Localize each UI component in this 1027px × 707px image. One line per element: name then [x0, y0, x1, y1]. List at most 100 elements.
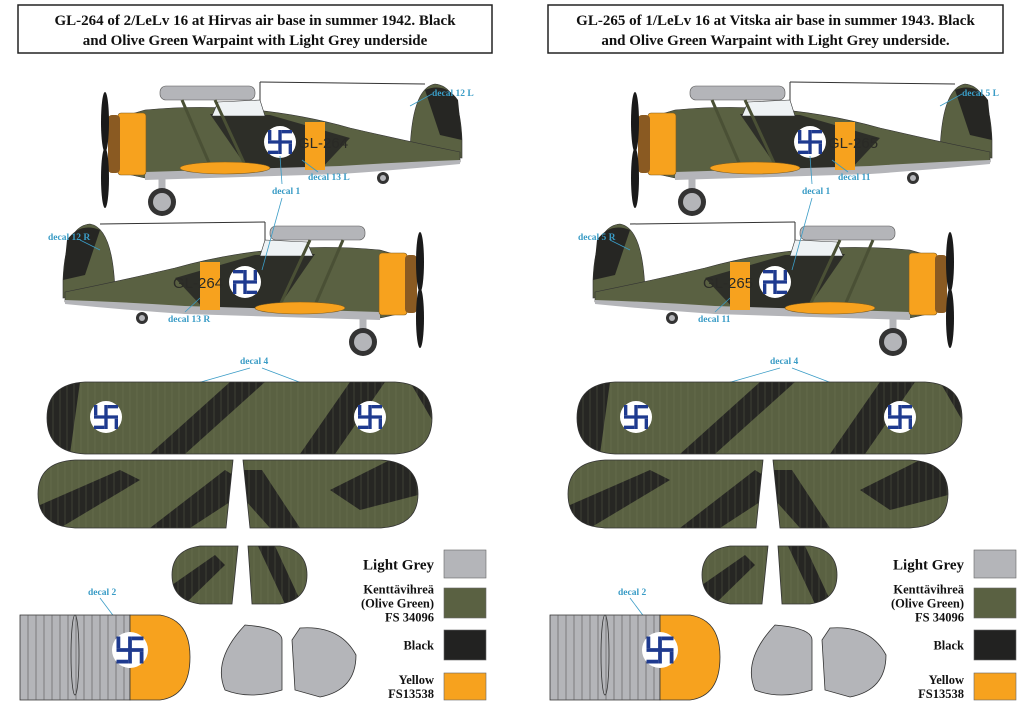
tail-fin-edge	[600, 614, 610, 696]
insignia-cross	[233, 270, 257, 294]
wing-strut	[808, 239, 842, 306]
decal-label-bottom-tail: decal 5 R	[578, 233, 616, 243]
legend-label: Kenttävihreä	[363, 582, 434, 596]
tail-wheel-hub	[669, 315, 675, 321]
wing-strut	[743, 99, 777, 166]
decal-label-wing: decal 4	[770, 357, 798, 367]
insignia-arm	[131, 636, 144, 641]
decal-pointer-line	[791, 197, 813, 271]
cowling-front	[935, 255, 947, 313]
insignia-arm	[358, 425, 369, 429]
color-swatch	[973, 672, 1017, 701]
insignia-arm	[811, 130, 822, 134]
camo-black-stripe	[788, 546, 830, 604]
insignia-arm	[644, 418, 648, 429]
insignia-arm	[888, 425, 899, 429]
insignia-arm	[233, 283, 237, 294]
decal-label-bottom-band: decal 13 R	[168, 315, 210, 325]
canopy	[741, 99, 796, 117]
color-swatch	[443, 549, 487, 579]
right-side-profile: GL-264	[62, 221, 424, 356]
legend-label: FS 34096	[385, 610, 434, 624]
legend-label: Kenttävihreä	[893, 582, 964, 596]
decal-label-wing: decal 4	[240, 357, 268, 367]
title-line-2: and Olive Green Warpaint with Light Grey…	[601, 33, 950, 49]
fuselage-yellow-band	[200, 262, 220, 310]
insignia-arm	[358, 405, 362, 416]
aerial-wire	[259, 81, 426, 85]
wing-strut	[710, 99, 742, 166]
insignia-arm	[624, 405, 628, 416]
insignia-arm	[763, 283, 767, 294]
decal-pointer-line	[279, 155, 283, 185]
lower-wing-right-half	[773, 460, 948, 528]
wheel-hub	[683, 193, 701, 211]
tail-wheel-hub	[380, 175, 386, 181]
canopy	[211, 99, 266, 117]
decal-pointer-line	[809, 155, 813, 185]
left-side-profile: GL-265	[631, 81, 993, 216]
roundel-insignia	[90, 401, 122, 433]
camo-black-stripe	[243, 470, 300, 528]
insignia-arm	[637, 405, 648, 409]
upper-wing	[269, 225, 366, 241]
fuselage-code: GL-264	[298, 135, 348, 152]
wing-strut	[180, 99, 212, 166]
legend-label: Light Grey	[363, 557, 434, 573]
underside-grey	[145, 160, 460, 180]
insignia-arm	[233, 270, 244, 274]
lower-wing-left-half	[568, 460, 763, 528]
insignia-arm	[116, 659, 129, 664]
fuselage-yellow-band	[305, 122, 325, 170]
legend-label: FS13538	[388, 687, 434, 701]
insignia-arm	[281, 130, 292, 134]
aerial-wire	[99, 221, 266, 225]
aerial-wire	[629, 221, 796, 225]
insignia-cross	[624, 405, 648, 429]
roundel-insignia	[759, 266, 791, 298]
insignia-arm	[378, 418, 382, 429]
color-swatch	[443, 587, 487, 619]
tail-fin-edge	[70, 614, 80, 696]
roundel-insignia	[884, 401, 916, 433]
decal-label-top-tail: decal 5 L	[962, 89, 999, 99]
cowling-front	[405, 255, 417, 313]
decal-pointer-line	[409, 93, 433, 107]
title-box	[17, 4, 493, 54]
tailplane-left-outline	[171, 545, 239, 605]
legend-label: (Olive Green)	[891, 596, 964, 610]
legend-label: Yellow	[929, 673, 964, 687]
insignia-cross	[888, 405, 912, 429]
title-line-2: and Olive Green Warpaint with Light Grey…	[83, 33, 428, 49]
insignia-arm	[94, 405, 98, 416]
roundel-insignia	[264, 126, 296, 158]
tailplane-right-outline	[247, 545, 308, 605]
insignia-arm	[107, 405, 118, 409]
propeller-blade	[631, 148, 639, 208]
upper-wing	[159, 85, 256, 101]
wheel-hub	[884, 333, 902, 351]
decal-pointer-line	[261, 197, 283, 271]
panel-right: GL-265 of 1/LeLv 16 at Vitska air base i…	[547, 4, 1017, 701]
fuselage-code: GL-265	[828, 135, 878, 152]
title-box	[547, 4, 1004, 54]
wing-strut	[213, 99, 247, 166]
insignia-arm	[114, 418, 118, 429]
decal-label-bottom-tail: decal 12 R	[48, 233, 90, 243]
underside-grey	[65, 300, 380, 320]
propeller-blade	[946, 232, 954, 292]
insignia-arm	[776, 290, 787, 294]
wheel-hub	[354, 333, 372, 351]
lower-wing	[179, 161, 271, 175]
camo-black-stripe	[773, 470, 830, 528]
tailplane-right	[248, 546, 307, 604]
lower-wing-right-half-outline	[242, 459, 419, 529]
rear-fuselage-grey	[19, 614, 131, 701]
legend-label: Black	[933, 638, 964, 652]
insignia-arm	[669, 651, 674, 664]
rudder-yellow	[659, 614, 721, 701]
insignia-arm	[288, 143, 292, 154]
decal-label-rudder: decal 2	[88, 588, 116, 598]
